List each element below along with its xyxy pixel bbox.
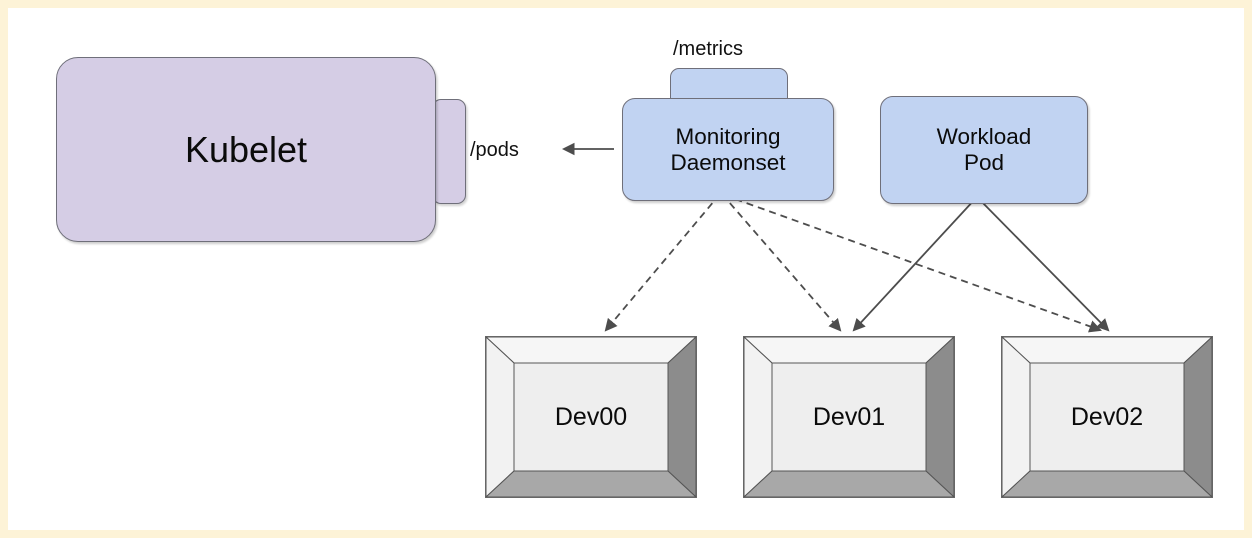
node-kubelet[interactable]: Kubelet bbox=[56, 57, 436, 242]
device-label-dev02: Dev02 bbox=[1070, 402, 1144, 431]
node-monitoring-line2: Daemonset bbox=[670, 149, 786, 175]
node-workload-pod[interactable]: Workload Pod bbox=[880, 96, 1088, 204]
edge-monitoring-to-dev01 bbox=[721, 193, 842, 332]
node-workload-line1: Workload bbox=[936, 124, 1032, 150]
node-monitoring-line1: Monitoring bbox=[675, 123, 781, 149]
node-workload-pod-label: Workload Pod bbox=[937, 124, 1032, 175]
device-node-dev01[interactable]: Dev01 bbox=[743, 336, 955, 498]
edge-monitoring-to-dev02 bbox=[723, 194, 1102, 333]
edge-workload-to-dev01 bbox=[852, 197, 977, 332]
node-kubelet-label: Kubelet bbox=[184, 128, 308, 170]
device-node-dev00[interactable]: Dev00 bbox=[485, 336, 697, 498]
node-workload-line2: Pod bbox=[963, 150, 1005, 175]
node-monitoring-daemonset-label: Monitoring Daemonset bbox=[670, 124, 785, 175]
edge-monitoring-to-dev00 bbox=[604, 193, 721, 332]
device-bevel-frame bbox=[743, 336, 955, 498]
kubelet-pods-endpoint-lug bbox=[432, 99, 466, 204]
diagram-inner-area: Kubelet /pods /metrics Monitoring Daemon… bbox=[8, 8, 1244, 530]
edge-workload-to-dev02 bbox=[977, 197, 1110, 332]
node-monitoring-daemonset[interactable]: Monitoring Daemonset bbox=[622, 98, 834, 201]
device-node-dev02[interactable]: Dev02 bbox=[1001, 336, 1213, 498]
device-bevel-frame bbox=[1001, 336, 1213, 498]
device-bevel-frame bbox=[485, 336, 697, 498]
label-pods-endpoint: /pods bbox=[470, 139, 519, 161]
label-metrics-endpoint: /metrics bbox=[673, 38, 743, 60]
device-label-dev01: Dev01 bbox=[812, 402, 886, 431]
device-label-dev00: Dev00 bbox=[554, 402, 628, 431]
